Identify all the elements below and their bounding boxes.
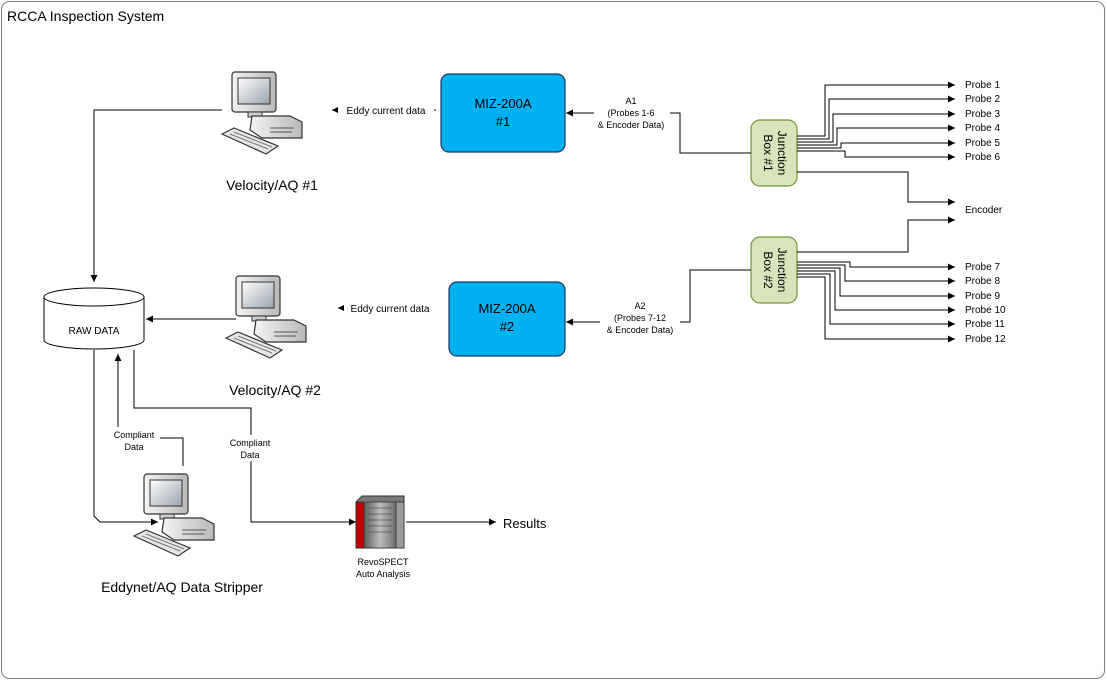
probe-label: Probe 10 (965, 305, 1006, 316)
probe-lines-group-2 (797, 261, 955, 343)
probe-label: Probe 12 (965, 334, 1006, 345)
diagram-title: RCCA Inspection System (7, 8, 164, 24)
connector-aq1-raw (90, 109, 222, 282)
revospect-label-2: Auto Analysis (356, 569, 411, 579)
eddy-label-1: Eddy current data (347, 106, 426, 117)
probe-label: Probe 8 (965, 276, 1000, 287)
miz2-label: MIZ-200A (478, 301, 535, 316)
miz-200a-box-2 (448, 281, 566, 357)
junction2-label-2: Box #2 (761, 251, 775, 289)
a1-label-3: & Encoder Data) (598, 120, 665, 130)
miz1-label: MIZ-200A (474, 96, 531, 111)
compliant-right-label-1: Compliant (230, 438, 271, 448)
probe-label: Probe 11 (965, 319, 1005, 330)
probe-label: Probe 3 (965, 109, 1000, 120)
junction1-label-1: Junction (775, 131, 789, 176)
a2-label-1: A2 (634, 301, 645, 311)
connector-encoder-2 (797, 216, 955, 253)
connector-raw-stripper (93, 350, 158, 526)
probe-label: Probe 5 (965, 138, 1000, 149)
miz1-number: #1 (496, 114, 510, 129)
probe-label: Probe 7 (965, 262, 1000, 273)
miz-200a-box-1 (440, 73, 566, 153)
raw-data-label: RAW DATA (69, 326, 120, 337)
compliant-left-label-1: Compliant (114, 430, 155, 440)
workstation-label-aq2: Velocity/AQ #2 (229, 382, 321, 398)
connector-compliant-right (133, 350, 356, 526)
a1-label-1: A1 (625, 96, 636, 106)
results-label: Results (503, 516, 547, 531)
a1-label-2: (Probes 1-6 (607, 108, 654, 118)
revospect-label-1: RevoSPECT (357, 557, 409, 567)
probe-label: Probe 6 (965, 152, 1000, 163)
workstation-label-stripper: Eddynet/AQ Data Stripper (101, 579, 263, 595)
miz2-number: #2 (500, 319, 514, 334)
compliant-right-label-2: Data (240, 450, 259, 460)
probe-label: Probe 1 (965, 80, 1000, 91)
a2-label-2: (Probes 7-12 (614, 313, 666, 323)
eddy-label-2: Eddy current data (351, 304, 430, 315)
junction2-label-1: Junction (775, 248, 789, 293)
encoder-label: Encoder (965, 205, 1003, 216)
probe-label: Probe 4 (965, 123, 1000, 134)
probe-lines-group-1 (797, 81, 955, 161)
connector-encoder-1 (797, 171, 955, 206)
revospect-server-icon (355, 495, 405, 549)
workstation-label-aq1: Velocity/AQ #1 (226, 177, 318, 193)
probe-label: Probe 2 (965, 94, 1000, 105)
compliant-left-label-2: Data (124, 442, 143, 452)
raw-data-cylinder (43, 287, 145, 350)
a2-label-3: & Encoder Data) (607, 325, 674, 335)
junction1-label-2: Box #1 (761, 134, 775, 172)
probe-label: Probe 9 (965, 291, 1000, 302)
